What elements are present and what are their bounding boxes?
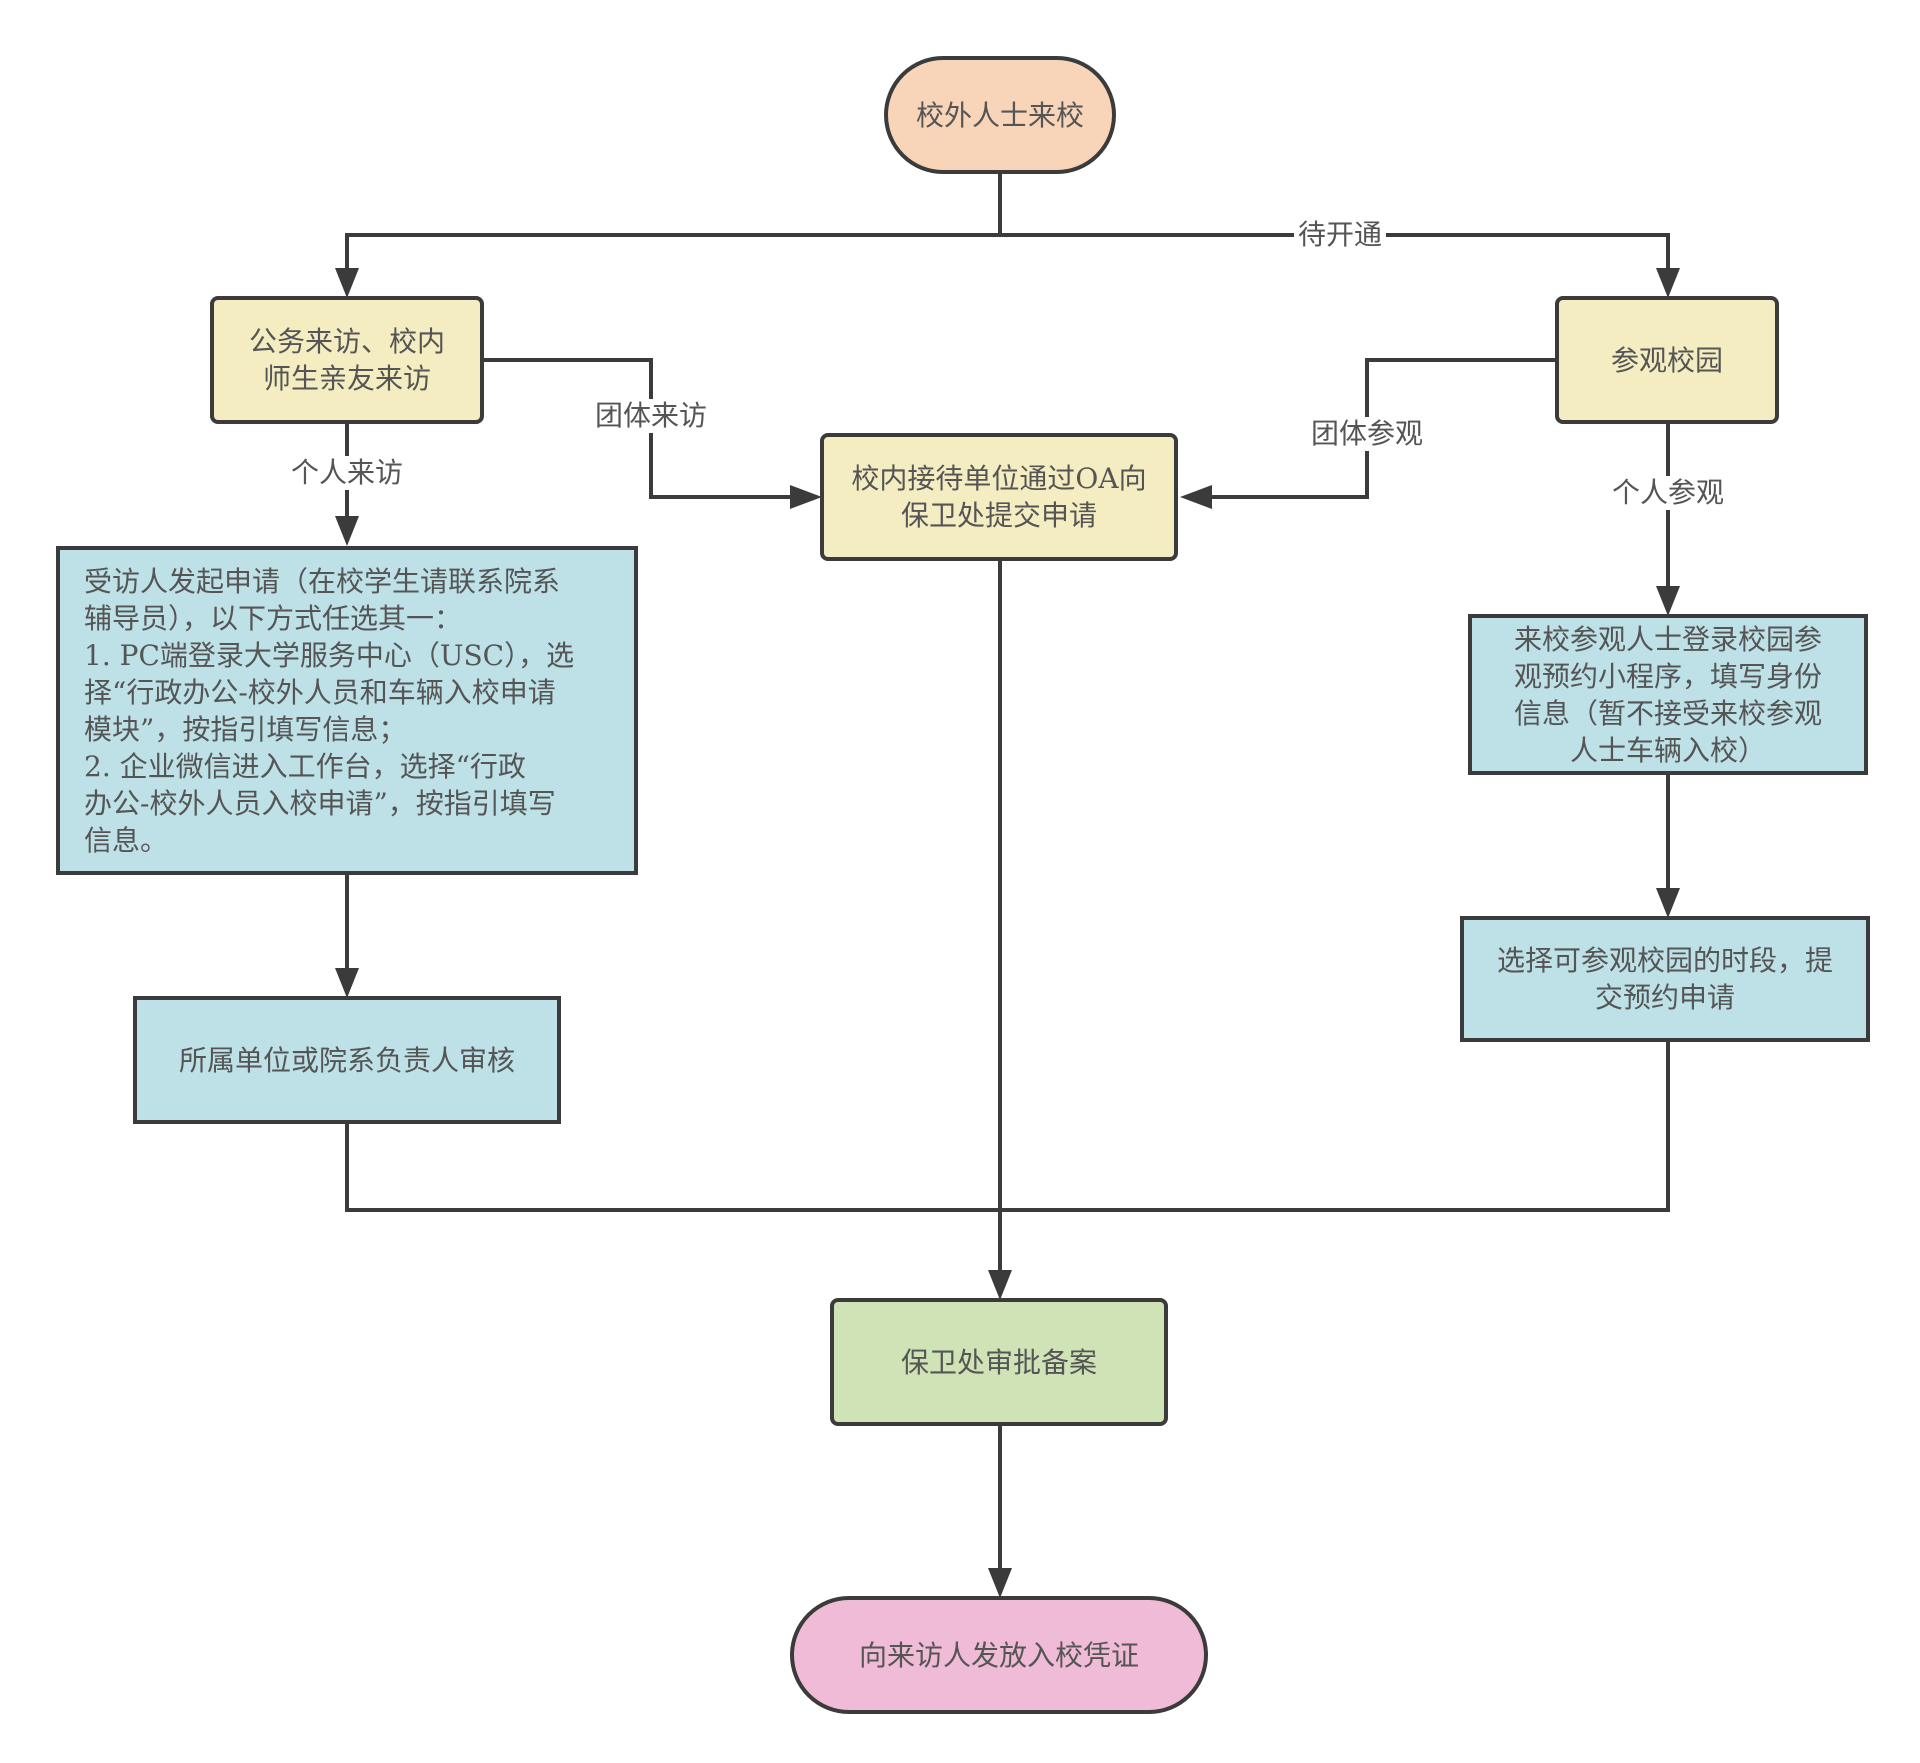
security-approval-node: 保卫处审批备案 <box>830 1298 1168 1426</box>
oa-submission-label: 校内接待单位通过OA向 保卫处提交申请 <box>851 462 1147 532</box>
arrowhead-security <box>988 1270 1012 1300</box>
arrowhead-review <box>335 968 359 998</box>
applicant-request-node: 受访人发起申请（在校学生请联系院系 辅导员），以下方式任选其一： 1. PC端登… <box>56 546 638 875</box>
start-node-label: 校外人士来校 <box>915 98 1084 132</box>
arrowhead-tour <box>1656 268 1680 298</box>
issue-pass-label: 向来访人发放入校凭证 <box>858 1638 1139 1672</box>
edge-to-official <box>342 233 1000 294</box>
edge-label-group-tour: 团体参观 <box>1306 417 1428 451</box>
official-visit-node: 公务来访、校内 师生亲友来访 <box>210 296 484 424</box>
applicant-request-label: 受访人发起申请（在校学生请联系院系 辅导员），以下方式任选其一： 1. PC端登… <box>84 564 575 857</box>
official-visit-label: 公务来访、校内 师生亲友来访 <box>248 325 445 395</box>
campus-tour-label: 参观校园 <box>1610 343 1723 377</box>
edge-label-individual-visit: 个人来访 <box>286 456 408 490</box>
campus-tour-node: 参观校园 <box>1555 296 1779 424</box>
arrowhead-select <box>1656 888 1680 918</box>
start-node: 校外人士来校 <box>884 56 1116 174</box>
edge-label-pending: 待开通 <box>1293 218 1387 252</box>
edge-select-merge <box>1000 1042 1670 1212</box>
arrowhead-oa-left <box>790 485 822 509</box>
arrowhead-login <box>1656 586 1680 616</box>
visitor-login-node: 来校参观人士登录校园参 观预约小程序，填写身份 信息（暂不接受来校参观 人士车辆… <box>1468 614 1868 775</box>
edge-label-group-visit: 团体来访 <box>590 399 712 433</box>
oa-submission-node: 校内接待单位通过OA向 保卫处提交申请 <box>820 433 1178 561</box>
arrowhead-applicant <box>335 516 359 546</box>
arrowhead-issue <box>988 1568 1012 1598</box>
arrowhead-oa-right <box>1180 485 1212 509</box>
security-approval-label: 保卫处审批备案 <box>900 1345 1097 1379</box>
select-time-node: 选择可参观校园的时段，提 交预约申请 <box>1460 916 1870 1042</box>
select-time-label: 选择可参观校园的时段，提 交预约申请 <box>1496 944 1833 1014</box>
unit-review-label: 所属单位或院系负责人审核 <box>178 1043 515 1077</box>
arrowhead-official <box>335 268 359 298</box>
visitor-login-label: 来校参观人士登录校园参 观预约小程序，填写身份 信息（暂不接受来校参观 人士车辆… <box>1513 622 1822 767</box>
edge-review-merge <box>345 1124 1000 1212</box>
edge-label-individual-tour: 个人参观 <box>1607 476 1729 510</box>
unit-review-node: 所属单位或院系负责人审核 <box>133 996 561 1124</box>
issue-pass-node: 向来访人发放入校凭证 <box>790 1596 1208 1714</box>
